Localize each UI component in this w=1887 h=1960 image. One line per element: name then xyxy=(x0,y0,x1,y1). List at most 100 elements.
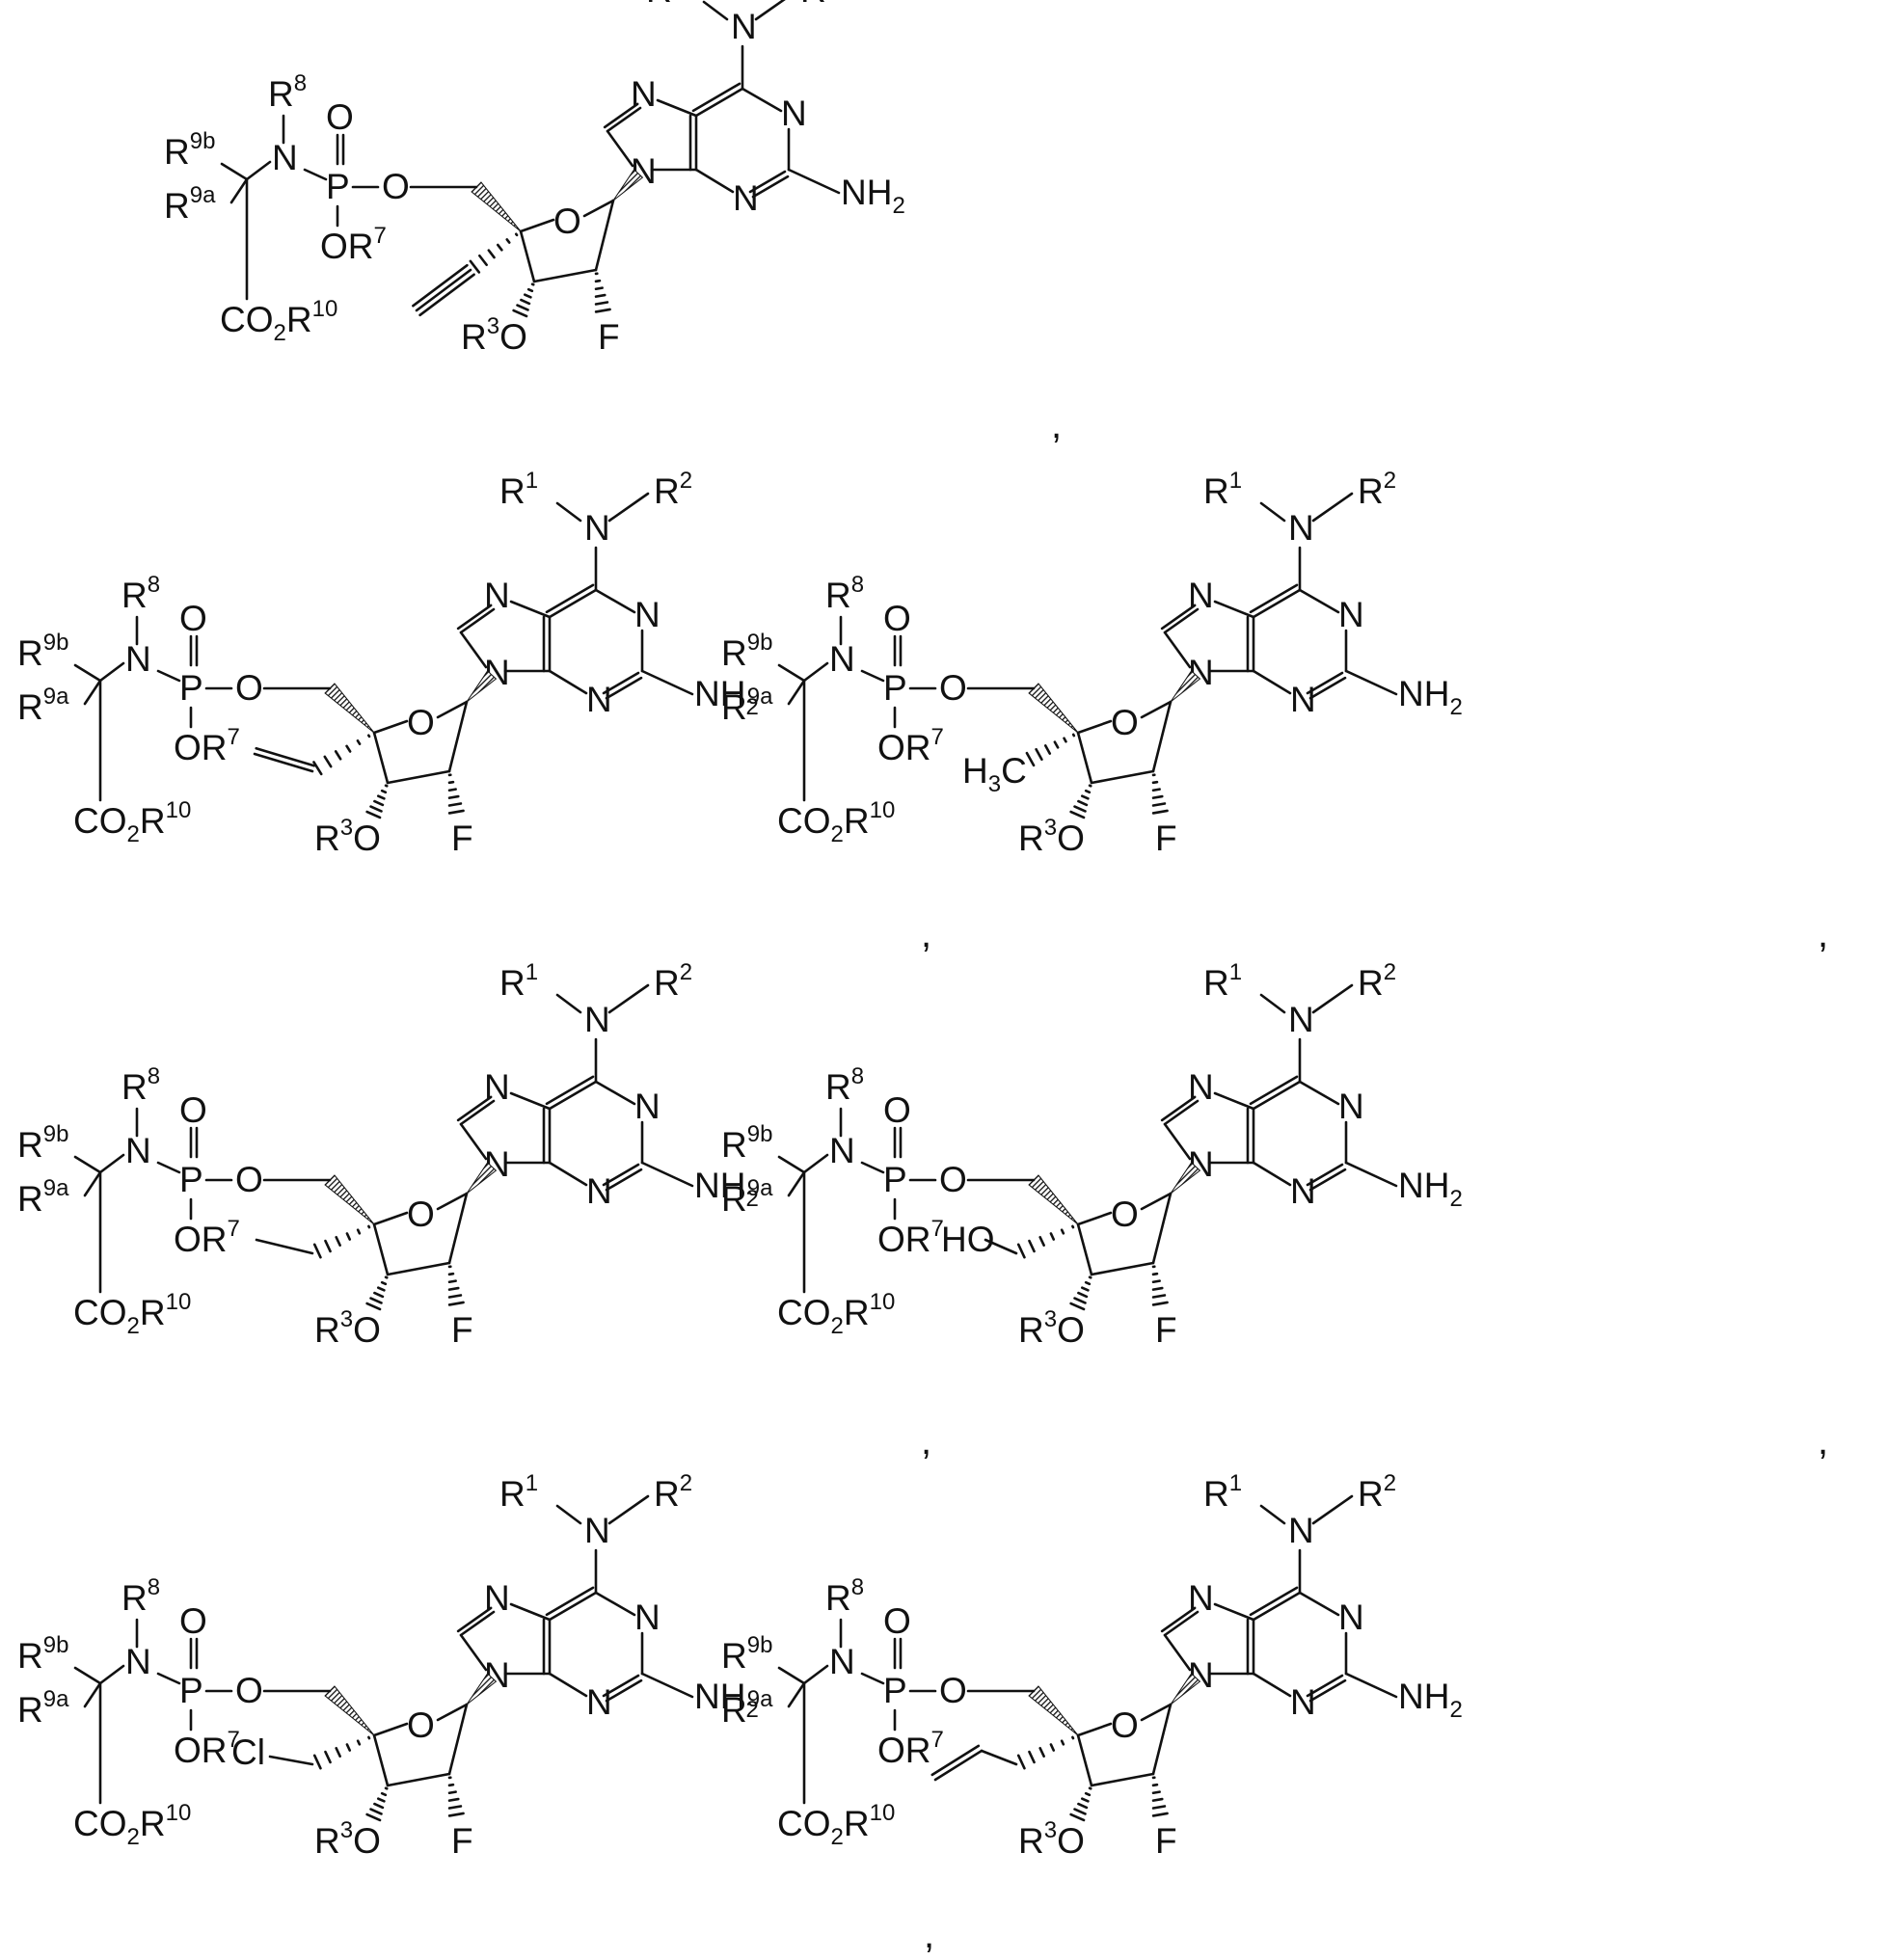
nh2-label: NH2 xyxy=(1398,1677,1463,1723)
hashed-c2-f xyxy=(449,1778,464,1816)
nh2-label: NH2 xyxy=(1398,1166,1463,1212)
r9a-label: R9a xyxy=(721,684,773,727)
oxo-label: O xyxy=(179,1601,207,1641)
bond-n-r2 xyxy=(1313,494,1352,521)
bond-p-n xyxy=(158,1674,179,1683)
wedge-c4-c5 xyxy=(325,1175,374,1224)
oxo-label: O xyxy=(883,1090,911,1130)
bond-c3-c4 xyxy=(374,1735,388,1785)
p-label: P xyxy=(326,167,350,206)
bond-r1-n xyxy=(1261,503,1284,521)
bond-n3-c4 xyxy=(550,1674,586,1696)
bond-p-n xyxy=(862,671,883,681)
bond-c2-nh2 xyxy=(642,1674,692,1697)
co2r10-label: CO2R10 xyxy=(73,1800,191,1850)
separator-comma: , xyxy=(1818,1420,1828,1463)
oxo-label: O xyxy=(179,1090,207,1130)
bond-n-r2 xyxy=(609,1496,648,1523)
bond-c4-o4 xyxy=(374,1724,407,1735)
r8-label: R8 xyxy=(268,70,307,114)
f-label: F xyxy=(1155,1310,1177,1350)
bond-c1-c2 xyxy=(1153,702,1171,771)
or7-label: OR7 xyxy=(877,1216,944,1259)
bond-p-n xyxy=(862,1674,883,1683)
separator-comma: , xyxy=(921,913,931,955)
bond-calpha-r9b xyxy=(75,665,100,681)
bond-calpha-r9a xyxy=(789,681,804,704)
n7-label: N xyxy=(1188,576,1214,615)
n3-label: N xyxy=(586,1171,612,1211)
ring-o-label: O xyxy=(1111,1195,1139,1234)
o5-label: O xyxy=(235,668,263,708)
bond-n3-c4 xyxy=(1254,1674,1290,1696)
hashed-c2-f xyxy=(596,274,610,312)
or7-label: OR7 xyxy=(174,724,240,767)
r1-label: R1 xyxy=(499,959,538,1003)
bond-calpha-r9a xyxy=(789,1172,804,1195)
bond-ethyl xyxy=(256,1240,312,1253)
wedge-c4-c5 xyxy=(325,684,374,733)
bond-c6-c5 xyxy=(550,1593,596,1620)
p-label: P xyxy=(883,668,907,708)
bond-c2-c3 xyxy=(388,1774,449,1785)
r9a-label: R9a xyxy=(721,1686,773,1730)
bond-c2-nh2 xyxy=(1346,1674,1396,1697)
structure-s3: R1R2NNNNH2NNOFR3OOPOOR7NR8R9bR9aCO2R10H3… xyxy=(721,468,1463,858)
amide-n-label: N xyxy=(125,1642,151,1681)
h3c-label: H3C xyxy=(962,751,1027,797)
bond-c6-c5 xyxy=(693,84,740,111)
wedge-c4-c5 xyxy=(1029,1175,1078,1224)
bond-r1-n xyxy=(704,2,727,19)
bond-c6-c5 xyxy=(547,1077,593,1104)
bond-c4-o4 xyxy=(1078,1724,1111,1735)
bond-c3-c4 xyxy=(1078,1735,1092,1785)
r9b-label: R9b xyxy=(721,1121,772,1165)
bond-c6-c5 xyxy=(550,1082,596,1109)
bond-c2-nh2 xyxy=(1346,671,1396,694)
bond-calpha-r9a xyxy=(789,1683,804,1706)
bond-r1-n xyxy=(1261,1506,1284,1523)
bond-c5-n7 xyxy=(1215,1093,1254,1109)
co2r10-label: CO2R10 xyxy=(777,1800,895,1850)
r2-label: R2 xyxy=(1358,959,1396,1003)
amide-n-label: N xyxy=(272,138,298,177)
hashed-c4-sub xyxy=(314,1226,369,1257)
r2-label: R2 xyxy=(1358,468,1396,511)
nh2-label: NH2 xyxy=(1398,674,1463,720)
n7-label: N xyxy=(484,1067,510,1107)
p-label: P xyxy=(883,1160,907,1199)
r2-label: R2 xyxy=(654,1470,692,1514)
bond-n-calpha xyxy=(247,162,270,179)
bond-c2-nh2 xyxy=(1346,1163,1396,1186)
bond-calpha-r9b xyxy=(75,1668,100,1683)
bond-calpha-r9b xyxy=(75,1157,100,1172)
f-label: F xyxy=(1155,819,1177,858)
r3o-label: R3O xyxy=(1018,1306,1085,1350)
r9b-label: R9b xyxy=(17,630,68,673)
r2-label: R2 xyxy=(1358,1470,1396,1514)
bond-c4-o4 xyxy=(1078,721,1111,733)
r9b-label: R9b xyxy=(164,128,215,172)
hashed-c4-sub xyxy=(314,1737,369,1768)
nh2-label: NH2 xyxy=(841,173,905,219)
or7-label: OR7 xyxy=(174,1727,240,1770)
bond-c6-c5 xyxy=(547,1588,593,1615)
structure-s5: R1R2NNNNH2NNOFR3OOPOOR7NR8R9bR9aCO2R10HO xyxy=(721,959,1463,1350)
hashed-c3-o xyxy=(1071,786,1092,818)
bond-c6-c5 xyxy=(550,590,596,617)
hashed-c2-f xyxy=(449,1267,464,1305)
bond-c5-n7 xyxy=(511,1604,550,1620)
r1-label: R1 xyxy=(1203,1470,1242,1514)
r1-label: R1 xyxy=(499,1470,538,1514)
n3-label: N xyxy=(1290,1682,1316,1722)
ring-o-label: O xyxy=(407,1195,435,1234)
structure-s6: R1R2NNNNH2NNOFR3OOPOOR7NR8R9bR9aCO2R10Cl xyxy=(17,1470,759,1861)
bond-n-calpha xyxy=(804,1666,827,1683)
amide-n-label: N xyxy=(829,1131,855,1170)
r9b-label: R9b xyxy=(17,1632,68,1676)
p-label: P xyxy=(179,1160,203,1199)
r2-label: R2 xyxy=(800,0,839,10)
hashed-c3-o xyxy=(367,786,388,818)
bond-c2-c3 xyxy=(1092,1263,1153,1275)
